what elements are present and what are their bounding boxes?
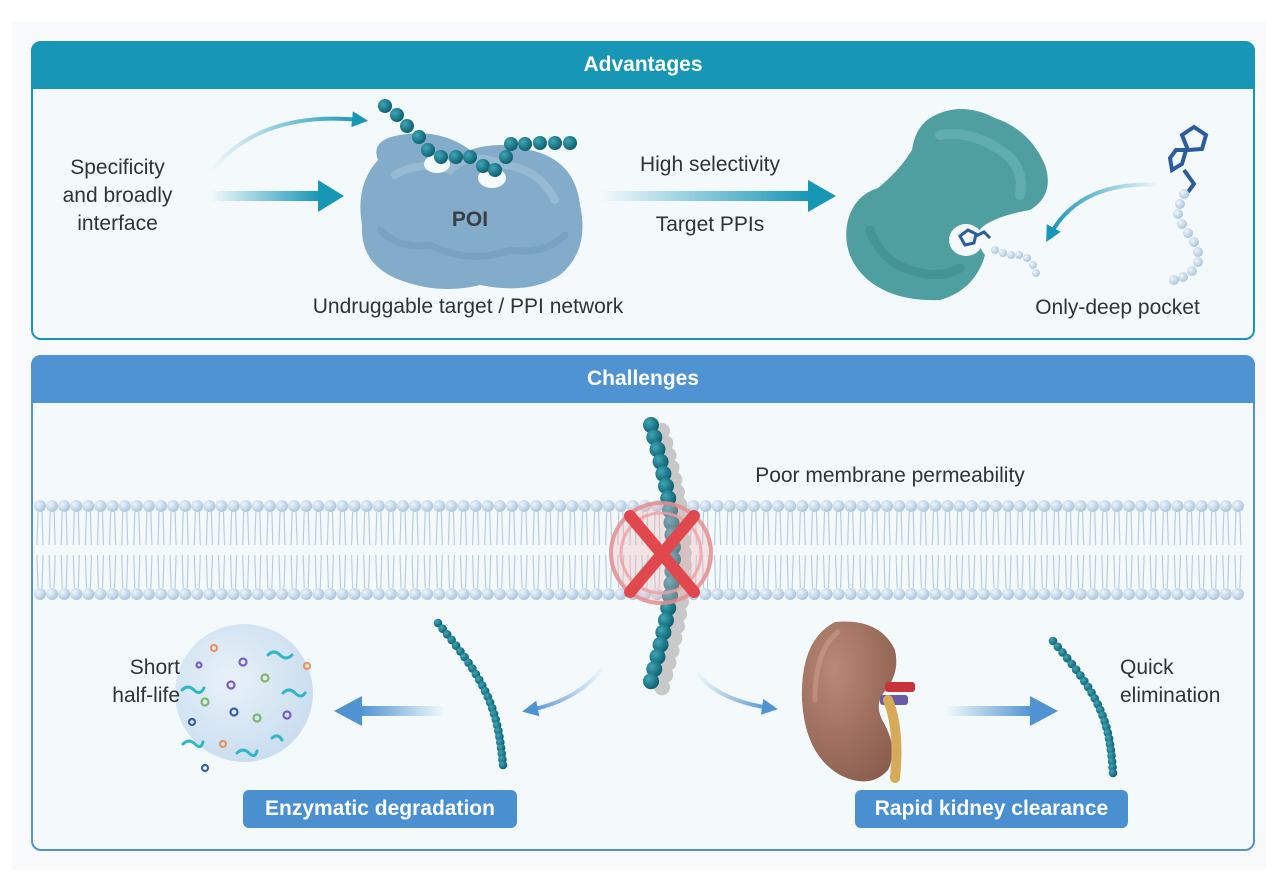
blocked-cross-icon	[609, 501, 713, 605]
undruggable-label: Undruggable target / PPI network	[312, 295, 624, 318]
high-selectivity-label: High selectivity	[639, 153, 781, 176]
curved-arrow-to-pocket	[1046, 182, 1161, 243]
challenges-panel: Challenges	[31, 355, 1255, 851]
peptide-chain-icon	[378, 99, 577, 177]
degrading-peptide-icon	[433, 618, 508, 770]
specificity-text: Specificity and broadly interface	[62, 156, 173, 235]
arrow-head-to-elimination	[1030, 696, 1058, 726]
quick-elimination-label: Quick elimination	[1120, 656, 1221, 707]
arrow-head-to-pocket	[808, 180, 836, 212]
rapid-kidney-clearance-badge: Rapid kidney clearance	[855, 790, 1128, 828]
arrow-head-to-sphere	[334, 696, 362, 726]
small-molecule-icon	[1167, 124, 1209, 285]
arrow-shaft-to-poi	[210, 191, 320, 201]
short-half-life-label: Short half-life	[112, 656, 180, 707]
curved-arrow-left	[522, 663, 607, 717]
arrow-shaft-to-sphere	[360, 706, 445, 716]
bound-ligand-icon	[958, 228, 1040, 277]
advantages-panel: Advantages	[31, 41, 1255, 340]
arrow-shaft-to-elimination	[945, 706, 1033, 716]
membrane-label: Poor membrane permeability	[755, 464, 1025, 487]
poi-label: POI	[451, 208, 489, 231]
kidney-icon	[801, 621, 915, 783]
degradation-sphere-icon	[175, 624, 313, 773]
challenges-header: Challenges	[31, 355, 1255, 403]
poi-protein-icon	[360, 133, 583, 289]
deep-pocket-label: Only-deep pocket	[1035, 296, 1200, 319]
eliminated-peptide-icon	[1048, 636, 1118, 778]
target-ppis-label: Target PPIs	[655, 213, 765, 236]
arrow-head-to-poi	[318, 180, 344, 212]
pocket-protein-icon	[846, 109, 1048, 301]
curved-arrow-to-peptide	[208, 111, 368, 174]
advantages-header: Advantages	[31, 41, 1255, 89]
curved-arrow-right	[693, 668, 778, 715]
enzymatic-degradation-badge: Enzymatic degradation	[243, 790, 517, 828]
arrow-shaft-to-pocket	[600, 191, 810, 201]
